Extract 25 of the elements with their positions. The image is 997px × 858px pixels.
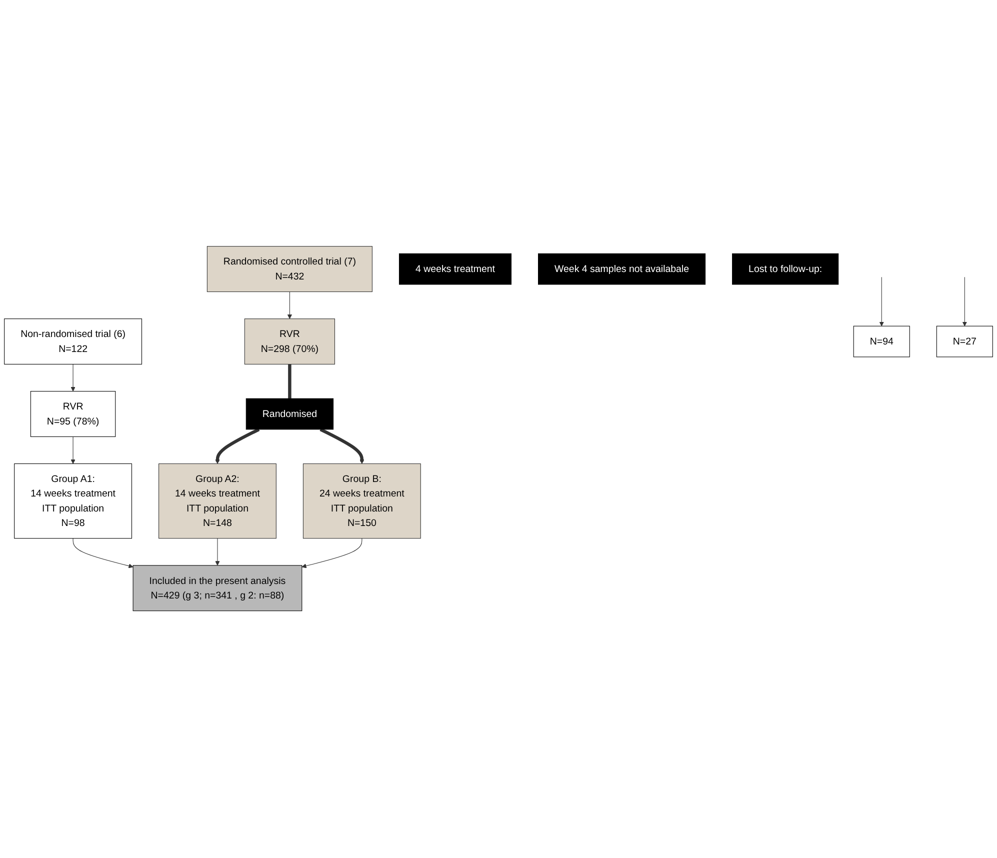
- node-box: Non-randomised trial (6) N=122: [4, 318, 142, 365]
- arrow: [70, 436, 76, 464]
- node-box: RVR N=95 (78%): [30, 391, 116, 438]
- node-box: RVR N=298 (70%): [244, 318, 335, 365]
- node-box: N=94: [853, 326, 910, 358]
- arrow: [302, 538, 362, 569]
- node-box: Group B: 24 weeks treatment ITT population N=150: [302, 464, 421, 540]
- arrow: [320, 428, 364, 464]
- arrow: [962, 277, 968, 327]
- node-box: N=27: [936, 326, 993, 358]
- arrow: [215, 428, 260, 464]
- arrow: [287, 292, 292, 320]
- node-box: Group A1: 14 weeks treatment ITT population N=98: [14, 464, 132, 540]
- node-box: Group A2: 14 weeks treatment ITT population N=148: [158, 464, 276, 540]
- arrow: [72, 538, 134, 569]
- node-box: 4 weeks treatment: [398, 254, 512, 286]
- arrow: [70, 364, 76, 392]
- connector: [288, 364, 292, 399]
- arrow: [879, 277, 884, 327]
- node-box: Included in the present analysis N=429 (g 3; n=341 , g 2: n=88): [132, 566, 302, 612]
- node-box: Randomised controlled trial (7) N=432: [206, 246, 372, 292]
- arrow: [215, 538, 220, 566]
- node-box: Randomised: [246, 398, 334, 430]
- node-box: Week 4 samples not availabale: [538, 254, 706, 286]
- node-box: Lost to follow-up:: [732, 254, 839, 286]
